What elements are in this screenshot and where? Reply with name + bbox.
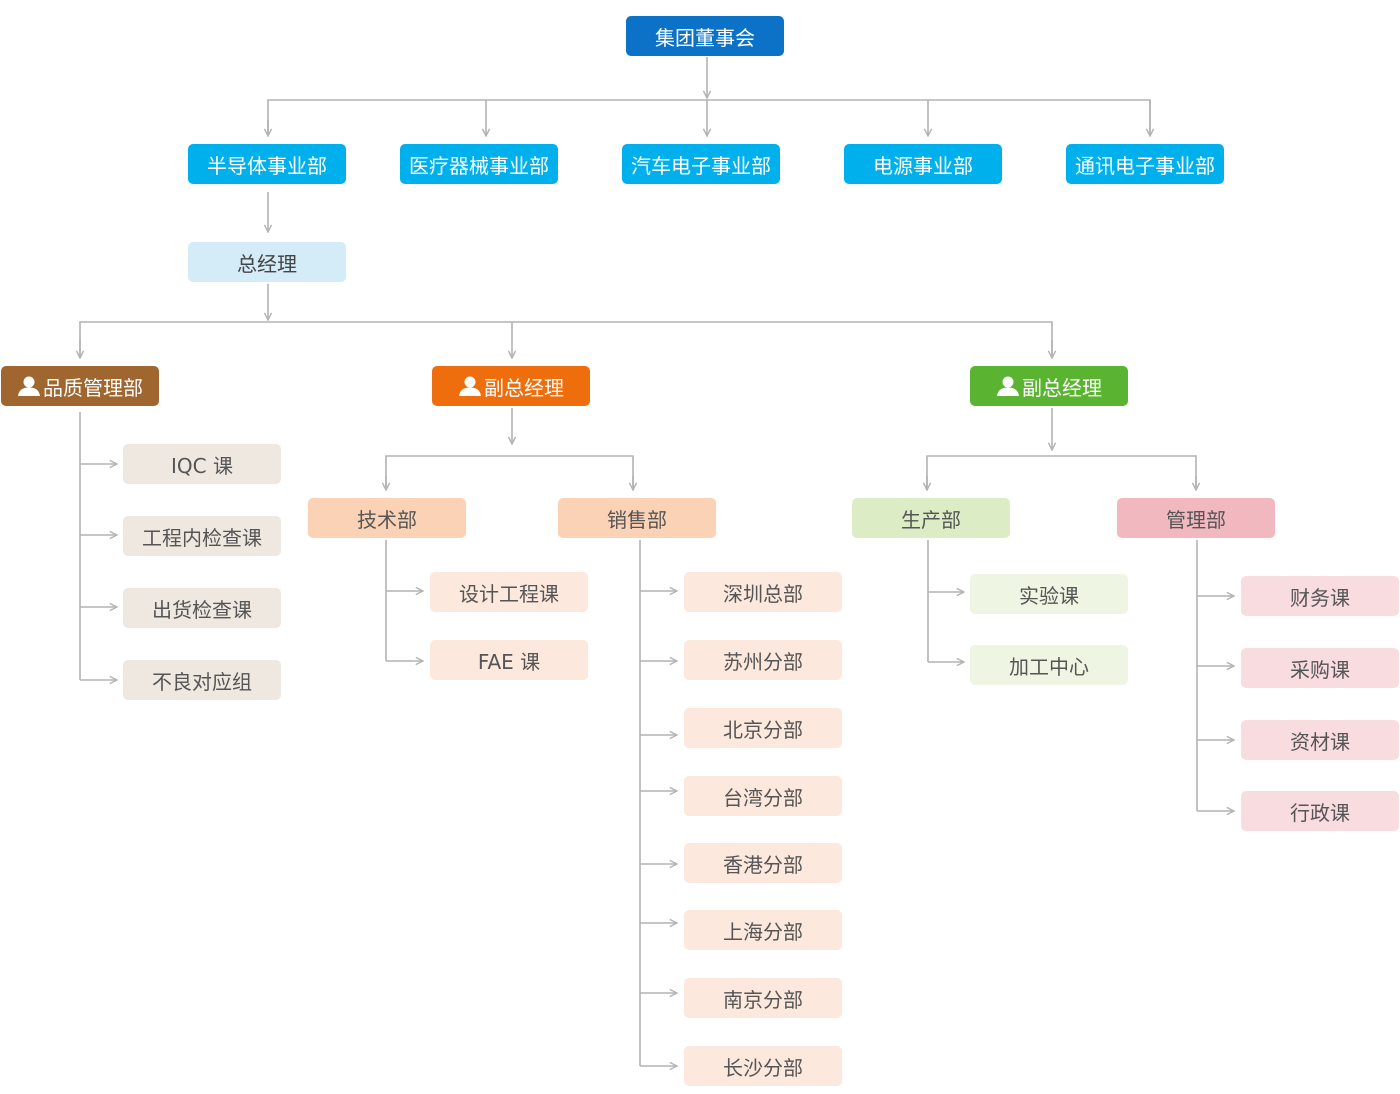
management-child-label: 行政课 [1290, 800, 1350, 825]
tech-dept-node: 技术部 [308, 498, 466, 538]
general-manager-label: 总经理 [237, 251, 297, 276]
tech-child-node: 设计工程课 [430, 572, 588, 612]
production-child-label: 加工中心 [1009, 654, 1089, 679]
sales-branch-node: 上海分部 [684, 910, 842, 950]
division-power: 电源事业部 [844, 144, 1002, 184]
division-label: 电源事业部 [873, 153, 973, 178]
vp-right-label: 副总经理 [1022, 375, 1102, 400]
management-child-label: 财务课 [1290, 585, 1350, 610]
management-child-label: 资材课 [1290, 729, 1350, 754]
vp-left-label: 副总经理 [484, 375, 564, 400]
person-icon [458, 375, 482, 397]
sales-branch-label: 香港分部 [723, 852, 803, 877]
management-child-node: 资材课 [1241, 720, 1399, 760]
quality-child-node: IQC 课 [123, 444, 281, 484]
quality-dept-label: 品质管理部 [43, 375, 143, 400]
division-label: 医疗器械事业部 [409, 153, 549, 178]
sales-dept-node: 销售部 [558, 498, 716, 538]
sales-branch-node: 深圳总部 [684, 572, 842, 612]
quality-child-label: 出货检查课 [152, 597, 252, 622]
sales-dept-label: 销售部 [607, 507, 667, 532]
sales-branch-label: 北京分部 [723, 717, 803, 742]
quality-child-label: 工程内检查课 [142, 525, 262, 550]
production-dept-node: 生产部 [852, 498, 1010, 538]
management-dept-node: 管理部 [1117, 498, 1275, 538]
quality-child-node: 出货检查课 [123, 588, 281, 628]
management-child-node: 财务课 [1241, 576, 1399, 616]
quality-child-label: IQC 课 [171, 453, 233, 478]
tech-dept-label: 技术部 [357, 507, 417, 532]
management-dept-label: 管理部 [1166, 507, 1226, 532]
person-icon [17, 375, 41, 397]
person-icon [996, 375, 1020, 397]
sales-branch-node: 台湾分部 [684, 776, 842, 816]
vp-left-node: 副总经理 [432, 366, 590, 406]
division-medical: 医疗器械事业部 [400, 144, 558, 184]
division-semiconductor: 半导体事业部 [188, 144, 346, 184]
division-label: 半导体事业部 [207, 153, 327, 178]
board-node: 集团董事会 [626, 16, 784, 56]
division-label: 汽车电子事业部 [631, 153, 771, 178]
division-automotive: 汽车电子事业部 [622, 144, 780, 184]
quality-dept-node: 品质管理部 [1, 366, 159, 406]
general-manager-node: 总经理 [188, 242, 346, 282]
board-label: 集团董事会 [655, 25, 755, 50]
sales-branch-node: 南京分部 [684, 978, 842, 1018]
sales-branch-label: 上海分部 [723, 919, 803, 944]
sales-branch-label: 深圳总部 [723, 581, 803, 606]
production-child-label: 实验课 [1019, 583, 1079, 608]
management-child-node: 行政课 [1241, 791, 1399, 831]
production-dept-label: 生产部 [901, 507, 961, 532]
sales-branch-label: 长沙分部 [723, 1055, 803, 1080]
sales-branch-label: 南京分部 [723, 987, 803, 1012]
sales-branch-node: 香港分部 [684, 843, 842, 883]
tech-child-label: 设计工程课 [459, 581, 559, 606]
management-child-label: 采购课 [1290, 657, 1350, 682]
sales-branch-node: 长沙分部 [684, 1046, 842, 1086]
management-child-node: 采购课 [1241, 648, 1399, 688]
division-label: 通讯电子事业部 [1075, 153, 1215, 178]
sales-branch-node: 苏州分部 [684, 640, 842, 680]
vp-right-node: 副总经理 [970, 366, 1128, 406]
sales-branch-node: 北京分部 [684, 708, 842, 748]
quality-child-node: 工程内检查课 [123, 516, 281, 556]
quality-child-node: 不良对应组 [123, 660, 281, 700]
sales-branch-label: 台湾分部 [723, 785, 803, 810]
division-telecom: 通讯电子事业部 [1066, 144, 1224, 184]
quality-child-label: 不良对应组 [152, 669, 252, 694]
tech-child-node: FAE 课 [430, 640, 588, 680]
tech-child-label: FAE 课 [477, 649, 541, 674]
production-child-node: 加工中心 [970, 645, 1128, 685]
sales-branch-label: 苏州分部 [723, 649, 803, 674]
production-child-node: 实验课 [970, 574, 1128, 614]
